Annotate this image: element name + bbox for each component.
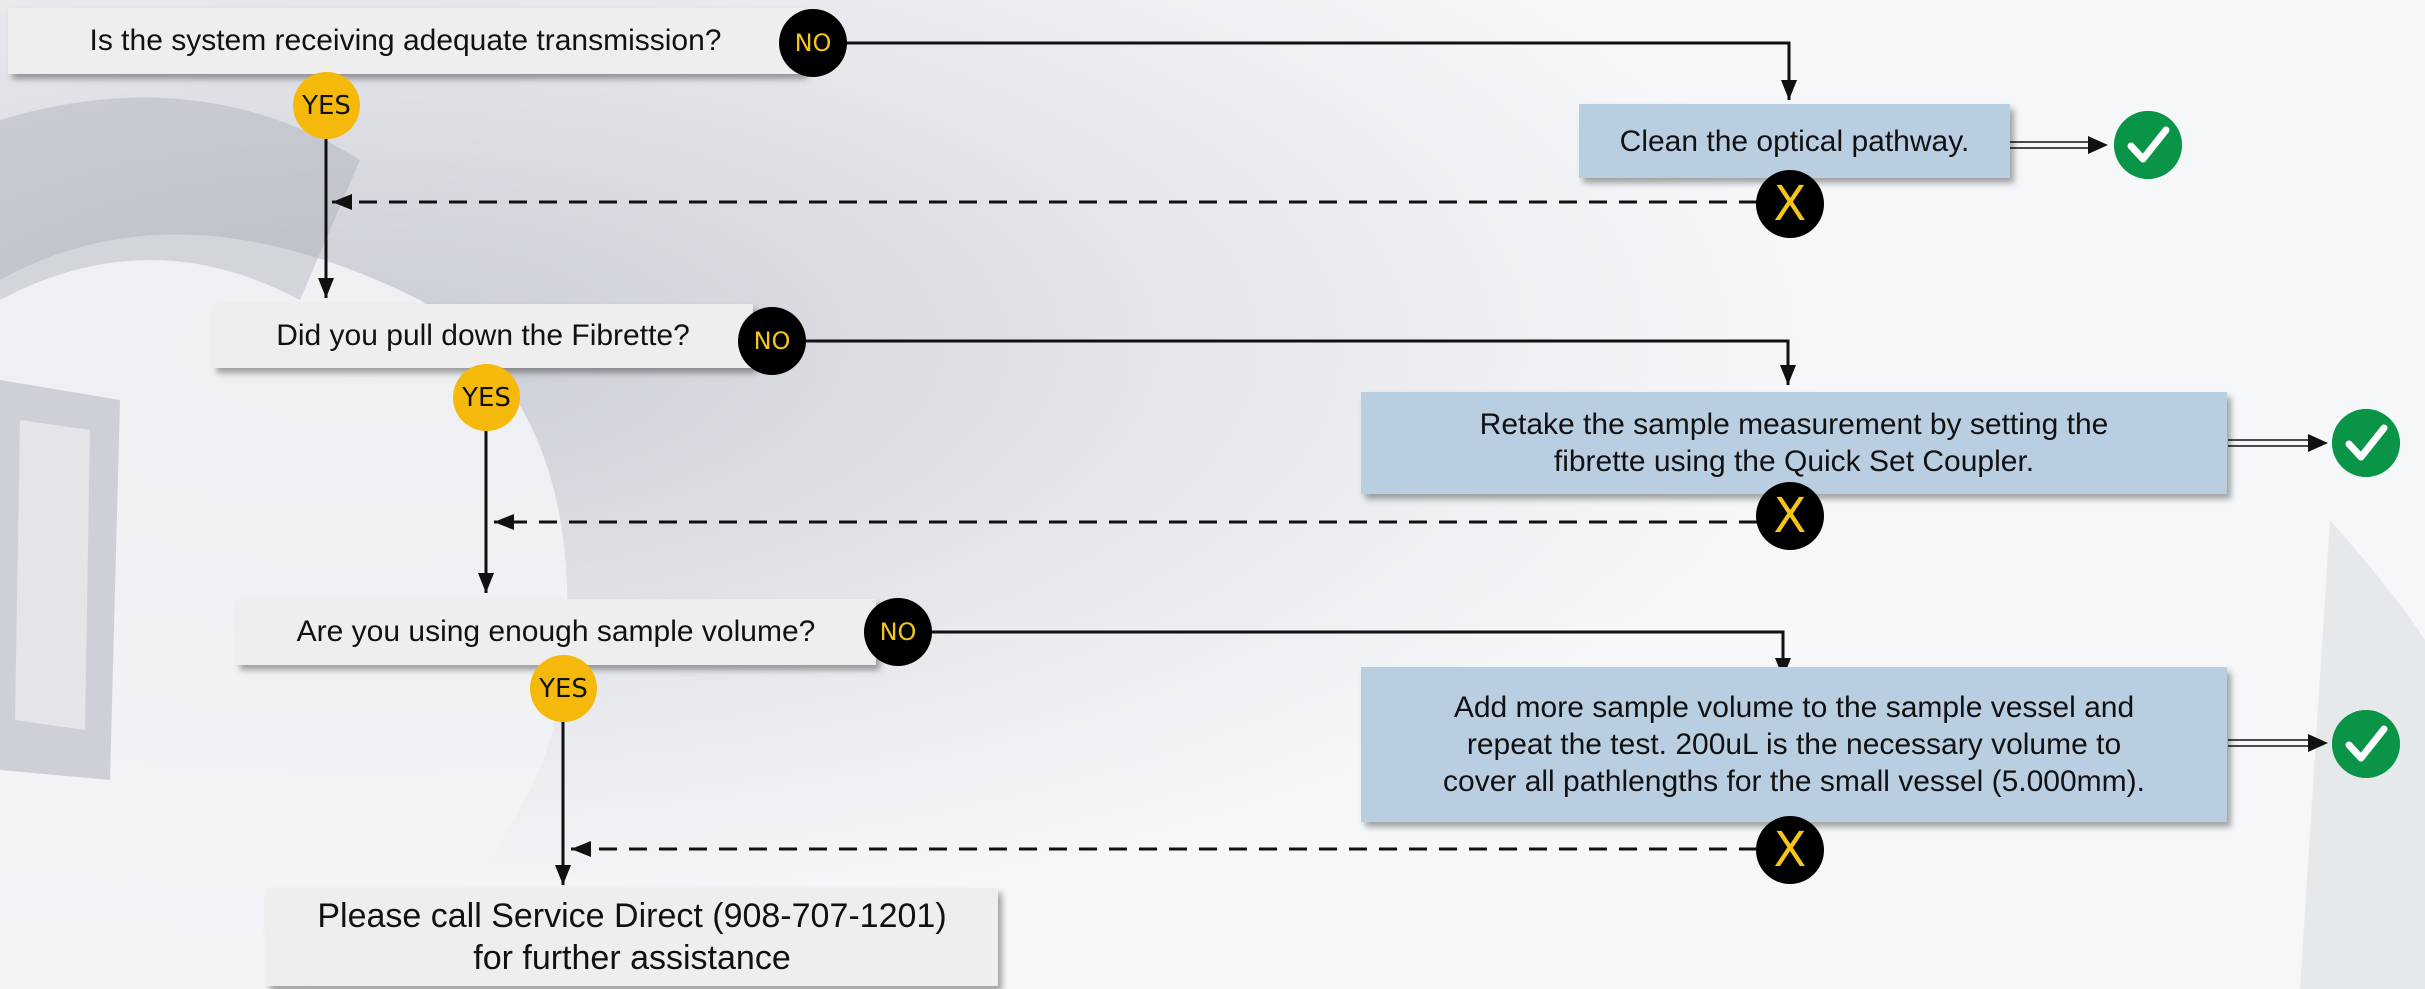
question-fibrette: Did you pull down the Fibrette? bbox=[213, 304, 753, 368]
question-sample-volume: Are you using enough sample volume? bbox=[236, 599, 876, 665]
final-text-line: Please call Service Direct (908-707-1201… bbox=[317, 897, 947, 935]
x-icon: X bbox=[1756, 816, 1824, 884]
no-badge: NO bbox=[738, 307, 806, 375]
checkmark-icon bbox=[2332, 710, 2400, 778]
action-text-line: fibrette using the Quick Set Coupler. bbox=[1553, 445, 2035, 478]
question-text: Did you pull down the Fibrette? bbox=[276, 319, 690, 352]
action-text-line: repeat the test. 200uL is the necessary … bbox=[1466, 728, 2122, 761]
action-text-line: Retake the sample measurement by setting… bbox=[1479, 408, 2109, 441]
action-add-sample-volume: Add more sample volume to the sample ves… bbox=[1361, 667, 2227, 822]
checkmark-icon bbox=[2332, 409, 2400, 477]
yes-badge: YES bbox=[293, 72, 360, 139]
question-text: Is the system receiving adequate transmi… bbox=[89, 24, 722, 57]
action-text-line: cover all pathlengths for the small vess… bbox=[1443, 765, 2145, 798]
x-icon: X bbox=[1756, 482, 1824, 550]
action-retake-measurement: Retake the sample measurement by setting… bbox=[1361, 392, 2227, 494]
checkmark-icon bbox=[2114, 111, 2182, 179]
action-clean-optical: Clean the optical pathway. bbox=[1579, 104, 2010, 178]
final-contact-service: Please call Service Direct (908-707-1201… bbox=[266, 888, 998, 986]
action-text-line: Clean the optical pathway. bbox=[1619, 124, 1970, 158]
final-text-line: for further assistance bbox=[473, 939, 791, 977]
yes-badge: YES bbox=[453, 364, 520, 431]
question-transmission: Is the system receiving adequate transmi… bbox=[8, 8, 803, 74]
yes-badge: YES bbox=[530, 655, 597, 722]
no-badge: NO bbox=[864, 598, 932, 666]
x-icon: X bbox=[1756, 170, 1824, 238]
no-badge: NO bbox=[779, 9, 847, 77]
action-text-line: Add more sample volume to the sample ves… bbox=[1453, 691, 2135, 724]
question-text: Are you using enough sample volume? bbox=[296, 615, 816, 648]
